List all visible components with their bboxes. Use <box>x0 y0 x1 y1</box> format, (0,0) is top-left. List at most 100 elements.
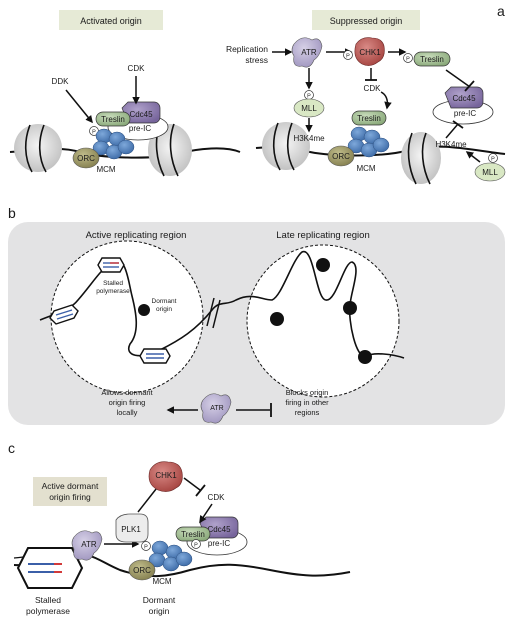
mll-label: MLL <box>301 104 317 113</box>
stalled-label-line-2: polymerase <box>26 606 70 616</box>
mcm-subunit <box>175 551 193 567</box>
mll-shape <box>474 162 506 182</box>
cdk-left-label: CDK <box>128 64 146 73</box>
chk1-inhibit-line <box>183 477 201 491</box>
stalled-polymerase <box>139 348 171 364</box>
mcm-subunit <box>372 137 390 153</box>
active-region-title: Active replicating region <box>86 230 187 241</box>
treslin-label: Treslin <box>357 114 381 123</box>
cdc45-shape <box>121 101 161 124</box>
phospho-label: P <box>307 94 311 100</box>
orc-label: ORC <box>77 154 95 163</box>
phospho-label: P <box>346 54 350 60</box>
plk1-shape <box>115 513 149 543</box>
orc-label: ORC <box>133 566 151 575</box>
nucleosome-dna <box>24 124 47 173</box>
panel-b-label: b <box>8 205 16 221</box>
mcm-subunit <box>151 540 169 556</box>
dna-break-mark <box>206 297 215 327</box>
panel-b: b Active replicating region Late replica… <box>8 205 505 425</box>
orc-label: ORC <box>332 152 350 161</box>
h3k4me-inhibit-bar <box>452 120 464 129</box>
phospho-marker <box>141 541 151 551</box>
blocks-line-1: Blocks origin <box>286 388 329 397</box>
stalled-polymerase <box>49 304 79 325</box>
orc-shape <box>128 559 156 581</box>
box-line-1: Active dormant <box>42 481 99 491</box>
chk1-label: CHK1 <box>359 48 381 57</box>
orc-shape <box>72 147 100 169</box>
cdc45-label: Cdc45 <box>207 525 231 534</box>
h3k4me-label-right: H3K4me <box>435 140 467 149</box>
ddk-label: DDK <box>52 77 70 86</box>
cdk-label: CDK <box>208 493 226 502</box>
mcm-label: MCM <box>152 577 171 586</box>
nucleosome <box>262 122 310 170</box>
phospho-label: P <box>144 545 148 551</box>
stalled-polymerase <box>16 547 84 589</box>
atr-shape <box>71 530 103 561</box>
dormant-label-line-2: origin <box>149 606 170 616</box>
dna-break-mark <box>212 299 221 329</box>
mll-to-h3k4me-arrow <box>465 151 481 163</box>
late-origin-dot <box>316 258 330 272</box>
orc-shape <box>327 145 355 167</box>
treslin-shape <box>413 51 451 67</box>
atr-label: ATR <box>81 540 97 549</box>
pre-ic-label: pre-IC <box>208 539 230 548</box>
nucleosome <box>14 124 62 172</box>
stalled-label-line-1: Stalled <box>35 595 61 605</box>
chk1-inhibit-bar <box>195 484 206 497</box>
phospho-label: P <box>194 543 198 549</box>
mll-label: MLL <box>482 168 498 177</box>
activated-origin-title: Activated origin <box>80 16 142 26</box>
blocks-line-2: firing in other <box>285 398 329 407</box>
cdc45-label: Cdc45 <box>452 94 476 103</box>
treslin-label: Treslin <box>420 55 444 64</box>
late-region-title: Late replicating region <box>276 230 369 241</box>
ddk-arrow <box>65 89 93 124</box>
chk1-shape <box>148 461 183 492</box>
panel-a-label: a <box>497 3 505 19</box>
dormant-label-line-1: Dormant <box>152 298 177 305</box>
allows-line-1: Allows dormant <box>101 388 153 397</box>
atr-shape <box>200 393 232 424</box>
pre-ic-label: pre-IC <box>129 124 151 133</box>
suppressed-origin-box <box>312 10 420 30</box>
late-origin-dot <box>358 350 372 364</box>
cdk-arrow <box>199 503 213 524</box>
mcm-subunit <box>117 139 135 155</box>
activated-origin-box <box>59 10 163 30</box>
chk1-label: CHK1 <box>155 471 177 480</box>
phospho-label: P <box>92 130 96 136</box>
h3k4me-label-left: H3K4me <box>293 134 325 143</box>
panel-c-label: c <box>8 440 15 456</box>
treslin-label: Treslin <box>101 115 125 124</box>
pre-ic-label: pre-IC <box>454 109 476 118</box>
phospho-marker <box>403 53 413 63</box>
phospho-label: P <box>491 157 495 163</box>
stalled-label-line-2: polymerase <box>96 288 130 295</box>
dormant-origin-dot <box>138 304 150 316</box>
late-origin-dot <box>343 301 357 315</box>
cdc45-shape <box>444 86 484 109</box>
cdc45-label: Cdc45 <box>129 110 153 119</box>
cdk-right-label: CDK <box>364 84 382 93</box>
phospho-label: P <box>406 57 410 63</box>
stalled-polymerase <box>97 257 125 273</box>
treslin-inhibit-line <box>445 69 471 88</box>
allows-line-2: origin firing <box>109 398 146 407</box>
panel-c: c Active dormant origin firing Stalled p… <box>8 440 351 616</box>
atr-shape <box>291 37 323 68</box>
chk1-shape <box>354 37 385 66</box>
atr-label: ATR <box>210 405 223 412</box>
plk1-label: PLK1 <box>121 525 141 534</box>
nucleosome-dna <box>272 122 295 171</box>
suppressed-origin-title: Suppressed origin <box>330 16 403 26</box>
cdk-right-arrow <box>380 91 392 110</box>
treslin-label: Treslin <box>181 530 205 539</box>
late-origin-dot <box>270 312 284 326</box>
replication-stress-line-2: stress <box>245 55 268 65</box>
nucleosome-dna <box>407 132 431 185</box>
